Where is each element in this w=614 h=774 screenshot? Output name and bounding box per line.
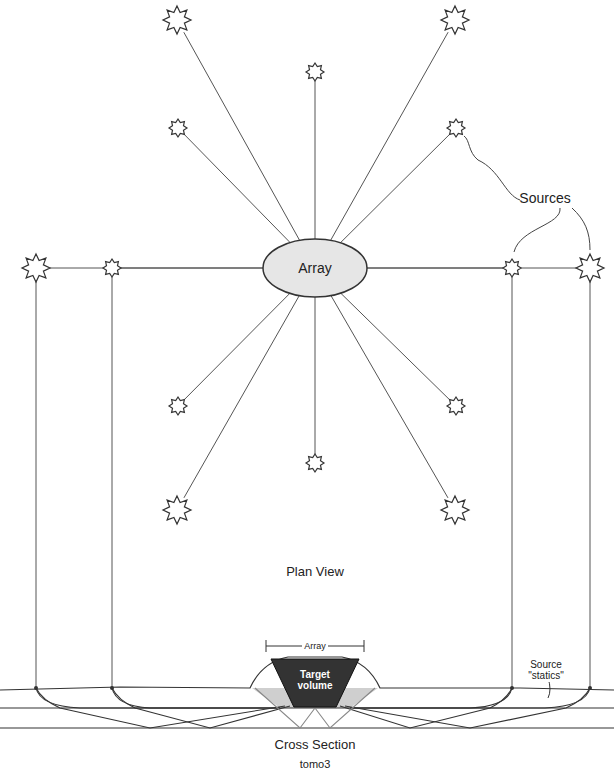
leader-line — [514, 208, 560, 252]
ray-line — [184, 32, 315, 268]
ray-line — [184, 268, 315, 498]
projection-line — [112, 277, 113, 687]
leader-line — [464, 136, 520, 200]
leader-lines — [464, 136, 590, 252]
small-source — [447, 119, 465, 137]
cross-section — [0, 640, 614, 728]
large-source — [163, 496, 191, 524]
large-source — [441, 6, 469, 34]
small-source — [103, 259, 121, 277]
array-bracket — [266, 640, 364, 652]
large-source — [441, 496, 469, 524]
leader-line — [572, 208, 590, 250]
trapezoid-shape — [271, 659, 359, 707]
callout-label: Sources — [519, 190, 570, 206]
small-source — [503, 259, 521, 277]
node-text: Target volume — [292, 669, 338, 691]
dimension-label: Array — [302, 641, 328, 651]
projection-line — [512, 277, 513, 687]
large-source — [163, 6, 191, 34]
ellipse-shape — [263, 239, 367, 297]
small-source — [306, 63, 324, 81]
array-ellipse: Array — [262, 238, 368, 298]
ray-line — [315, 32, 448, 268]
ray-lines — [34, 32, 592, 690]
view-title: Cross Section — [275, 738, 356, 753]
source-symbols — [22, 6, 604, 524]
small-source — [306, 454, 324, 472]
small-source — [169, 119, 187, 137]
large-source — [22, 254, 50, 282]
large-source — [576, 254, 604, 282]
view-title: Plan View — [286, 565, 344, 580]
projection-line — [36, 282, 37, 687]
ray-line — [315, 268, 448, 498]
callout-label: Source "statics" — [522, 659, 570, 682]
layer-boundary — [0, 727, 614, 728]
small-source — [447, 397, 465, 415]
target-volume: Target volume — [271, 659, 359, 707]
caption: tomo3 — [300, 758, 331, 771]
small-source — [169, 397, 187, 415]
node-text: Array — [298, 260, 331, 276]
projection-line — [590, 282, 591, 687]
